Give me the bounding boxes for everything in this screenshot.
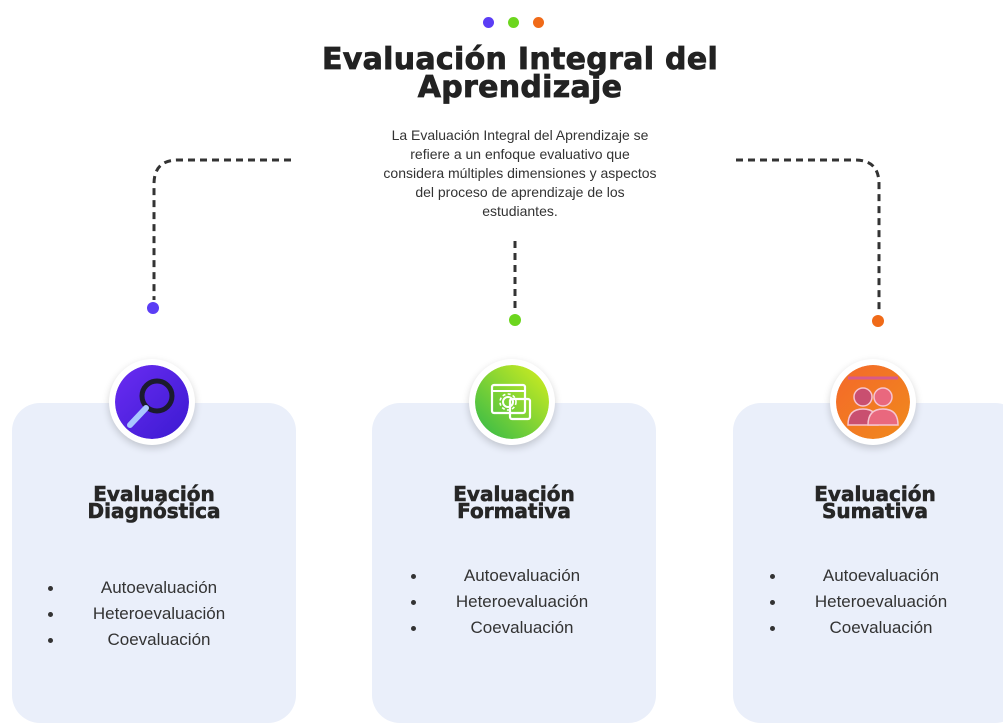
card-sumativa xyxy=(733,403,1003,723)
list-item: Autoevaluación xyxy=(44,575,274,601)
card-title-line-1: Evaluación xyxy=(93,482,215,506)
settings-window-icon-badge xyxy=(469,359,555,445)
card-title-formativa: Evaluación Formativa xyxy=(384,482,644,523)
card-formativa xyxy=(372,403,656,723)
list-item: Coevaluación xyxy=(766,615,996,641)
card-diagnostica xyxy=(12,403,296,723)
settings-window-icon xyxy=(475,365,549,439)
card-list-sumativa: Autoevaluación Heteroevaluación Coevalua… xyxy=(766,563,996,641)
intro-line: estudiantes. xyxy=(482,203,558,219)
card-list-formativa: Autoevaluación Heteroevaluación Coevalua… xyxy=(407,563,637,641)
list-item: Heteroevaluación xyxy=(766,589,996,615)
connector-right xyxy=(736,158,881,312)
purple-dot xyxy=(483,17,494,28)
magnifier-icon xyxy=(115,365,189,439)
page-title: Evaluación Integral del Aprendizaje xyxy=(260,42,780,105)
card-title-sumativa: Evaluación Sumativa xyxy=(745,482,1003,523)
connector-left xyxy=(152,158,291,300)
card-title-line-1: Evaluación xyxy=(453,482,575,506)
green-dot xyxy=(508,17,519,28)
people-icon-badge xyxy=(830,359,916,445)
intro-line: La Evaluación Integral del Aprendizaje s… xyxy=(391,127,649,143)
card-title-diagnostica: Evaluación Diagnóstica xyxy=(24,482,284,523)
header-dots xyxy=(483,17,544,28)
people-icon xyxy=(836,365,910,439)
connector-left-dot xyxy=(147,302,159,314)
list-item: Heteroevaluación xyxy=(44,601,274,627)
list-item: Coevaluación xyxy=(44,627,274,653)
card-title-line-2: Formativa xyxy=(457,499,571,523)
card-list-diagnostica: Autoevaluación Heteroevaluación Coevalua… xyxy=(44,575,274,653)
list-item: Heteroevaluación xyxy=(407,589,637,615)
title-line-1: Evaluación Integral del xyxy=(321,42,719,77)
orange-dot xyxy=(533,17,544,28)
connector-right-dot xyxy=(872,315,884,327)
list-item: Autoevaluación xyxy=(407,563,637,589)
card-title-line-1: Evaluación xyxy=(814,482,936,506)
intro-line: del proceso de aprendizaje de los xyxy=(415,184,625,200)
magnifier-icon-badge xyxy=(109,359,195,445)
intro-line: refiere a un enfoque evaluativo que xyxy=(410,146,630,162)
intro-text: La Evaluación Integral del Aprendizaje s… xyxy=(330,126,710,221)
card-title-line-2: Sumativa xyxy=(822,499,929,523)
intro-line: considera múltiples dimensiones y aspect… xyxy=(383,165,657,181)
connector-center-dot xyxy=(509,314,521,326)
title-line-2: Aprendizaje xyxy=(417,70,623,105)
list-item: Coevaluación xyxy=(407,615,637,641)
list-item: Autoevaluación xyxy=(766,563,996,589)
card-title-line-2: Diagnóstica xyxy=(87,499,221,523)
